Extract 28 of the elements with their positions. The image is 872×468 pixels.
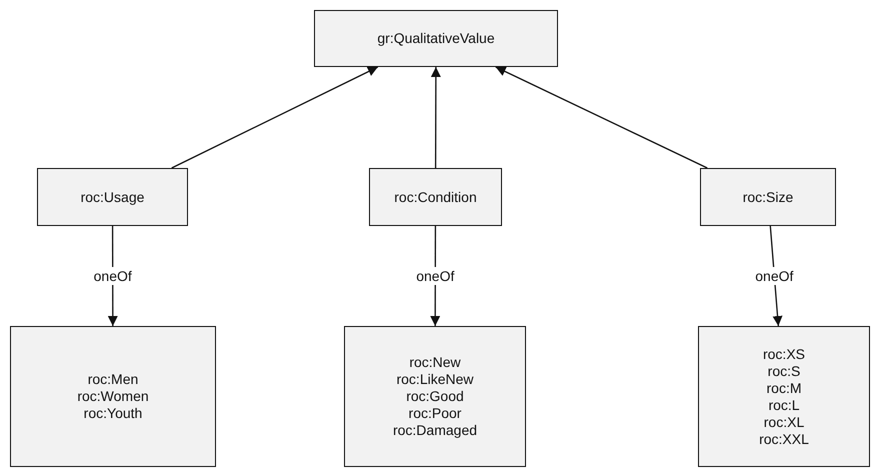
class-name: roc:XXL — [759, 430, 809, 448]
class-box — [314, 10, 558, 67]
class-name: roc:S — [768, 362, 800, 380]
arrow — [495, 66, 708, 169]
class-name: roc:Women — [77, 388, 149, 405]
class-box — [37, 168, 188, 226]
class-name: roc:Size — [742, 188, 794, 206]
class-box — [10, 326, 216, 467]
class-name: roc:Poor — [408, 405, 462, 422]
class-name: roc:Usage — [80, 188, 144, 206]
class-name: roc:LikeNew — [396, 371, 474, 388]
class-box — [698, 326, 870, 467]
class-name: roc:L — [768, 396, 800, 414]
class-name: gr:QualitativeValue — [377, 30, 495, 47]
class-box — [700, 168, 836, 226]
class-name: roc:Condition — [394, 188, 477, 206]
class-name: roc:XS — [762, 346, 805, 362]
arrow — [171, 66, 378, 169]
class-name: roc:Good — [406, 388, 464, 405]
class-name: roc:Youth — [84, 405, 142, 422]
class-name: roc:Men — [88, 371, 138, 388]
class-box — [344, 326, 526, 467]
class-name: roc:New — [409, 354, 461, 371]
class-box — [369, 168, 502, 226]
class-name: roc:M — [766, 380, 802, 396]
class-name: roc:XL — [764, 414, 804, 430]
class-name: roc:Damaged — [392, 422, 478, 439]
arrow — [430, 67, 441, 168]
